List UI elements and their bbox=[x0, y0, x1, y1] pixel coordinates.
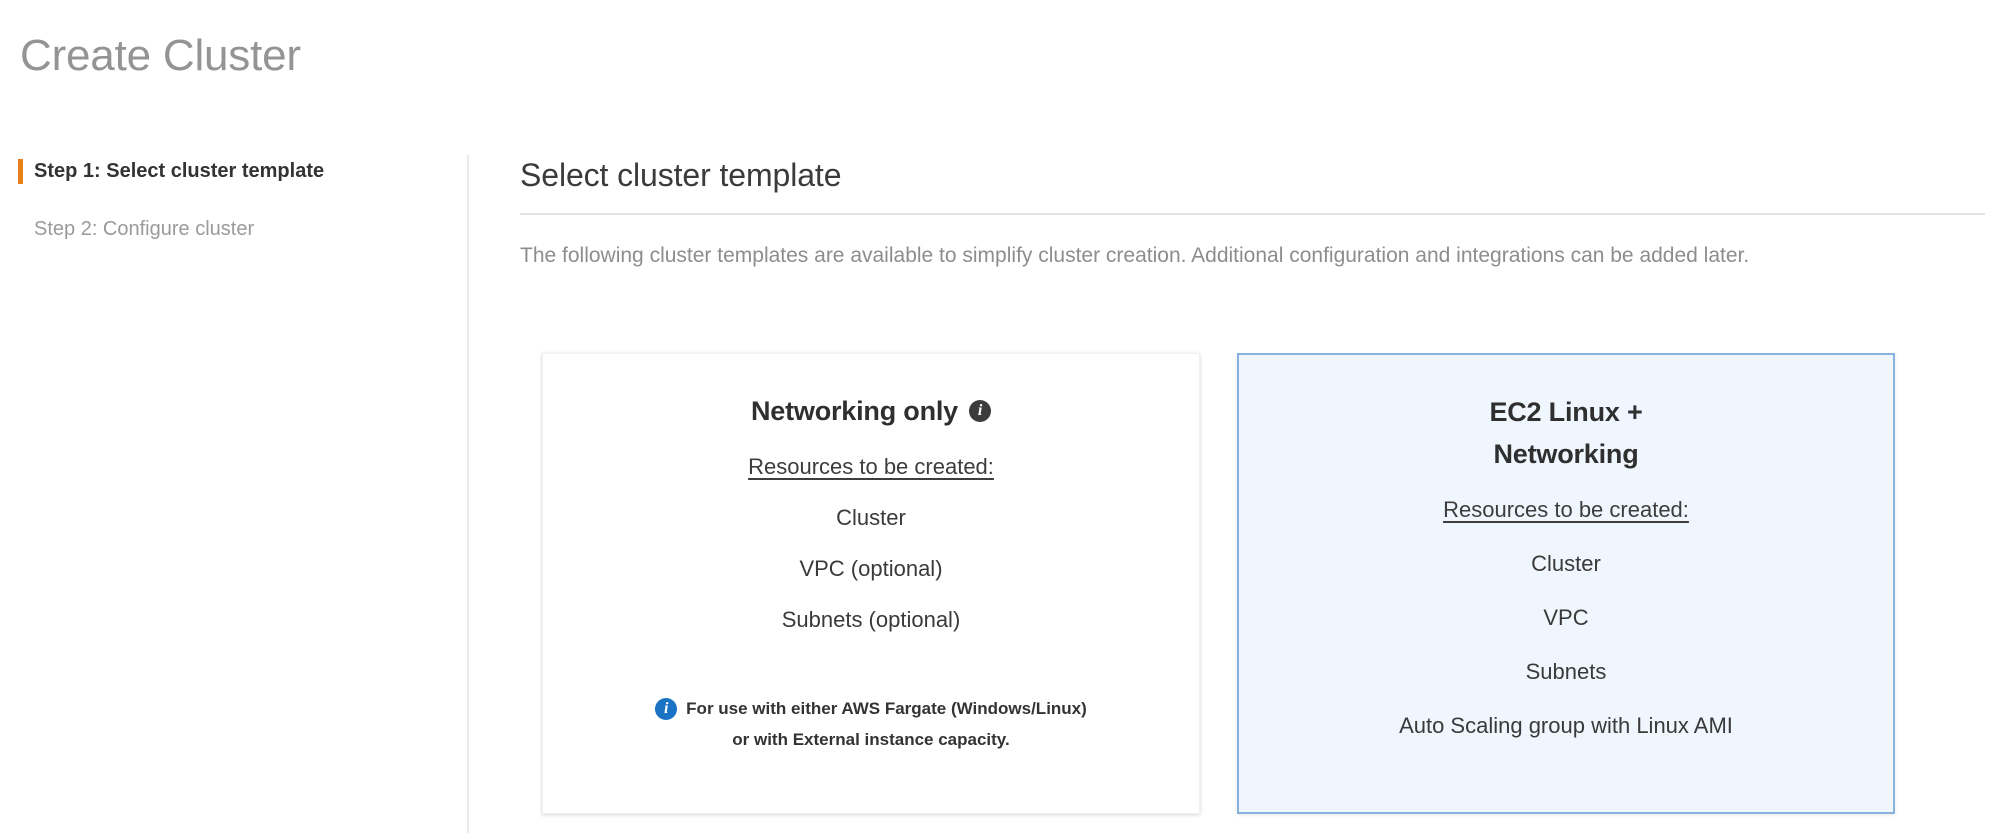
section-heading: Select cluster template bbox=[520, 157, 842, 193]
section-divider bbox=[520, 213, 1985, 215]
resource-item: Auto Scaling group with Linux AMI bbox=[1399, 713, 1733, 738]
sidebar-item-label: Step 2: Configure cluster bbox=[34, 218, 255, 240]
main-content: Select cluster template The following cl… bbox=[520, 155, 1985, 275]
card-title-text: EC2 Linux + Networking bbox=[1489, 397, 1643, 469]
resource-item: Subnets bbox=[1525, 659, 1607, 684]
section-description: The following cluster templates are avai… bbox=[520, 244, 1750, 267]
page-title: Create Cluster bbox=[20, 31, 301, 80]
resource-item: VPC bbox=[1543, 605, 1589, 630]
card-note-line-1: For use with either AWS Fargate (Windows… bbox=[686, 699, 1087, 718]
card-title-text: Networking only bbox=[750, 396, 958, 426]
info-icon: i bbox=[655, 697, 678, 720]
sidebar-divider bbox=[467, 155, 469, 833]
active-step-marker bbox=[18, 159, 23, 184]
resources-to-be-created-label: Resources to be created: bbox=[748, 454, 994, 479]
resource-item: Cluster bbox=[1531, 551, 1601, 576]
template-card-ec2-linux-networking[interactable]: EC2 Linux + Networking Resources to be c… bbox=[1237, 353, 1895, 814]
card-title: Networking only i bbox=[569, 390, 1173, 432]
template-card-list: Networking only i Resources to be create… bbox=[542, 353, 1902, 833]
card-note: i For use with either AWS Fargate (Windo… bbox=[569, 693, 1173, 755]
resources-to-be-created-label: Resources to be created: bbox=[1443, 497, 1689, 522]
resource-item: Cluster bbox=[836, 505, 906, 530]
resource-item: Subnets (optional) bbox=[781, 607, 961, 632]
info-icon[interactable]: i bbox=[969, 400, 991, 422]
template-card-networking-only[interactable]: Networking only i Resources to be create… bbox=[542, 353, 1200, 814]
sidebar-item-step-1[interactable]: Step 1: Select cluster template bbox=[0, 158, 468, 184]
wizard-sidebar: Step 1: Select cluster template Step 2: … bbox=[0, 148, 468, 833]
resource-item: VPC (optional) bbox=[799, 556, 943, 581]
card-title: EC2 Linux + Networking bbox=[1265, 391, 1867, 475]
sidebar-item-label: Step 1: Select cluster template bbox=[34, 160, 325, 182]
card-note-line-2: or with External instance capacity. bbox=[732, 730, 1010, 749]
sidebar-item-step-2[interactable]: Step 2: Configure cluster bbox=[0, 216, 468, 242]
